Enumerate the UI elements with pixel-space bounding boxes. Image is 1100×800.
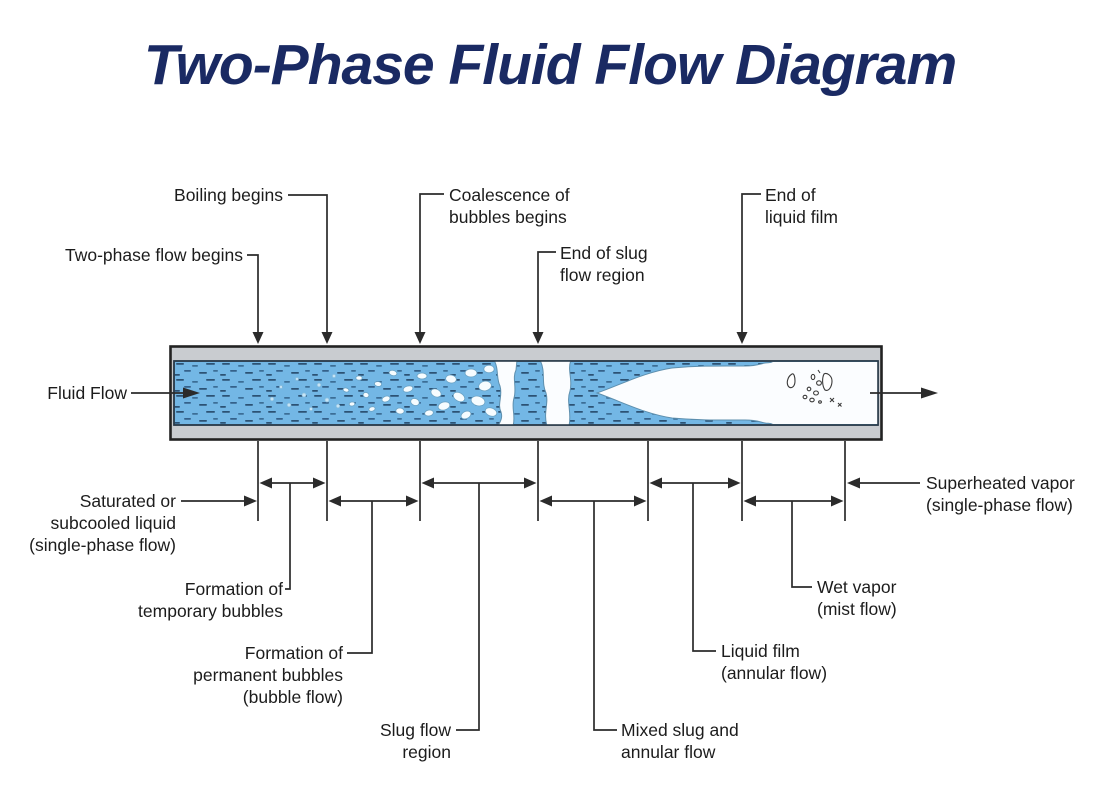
callout-two-phase-flow-begins: Two-phase flow begins: [64, 245, 243, 265]
label-liquid-film-annular: Liquid film (annular flow): [721, 641, 828, 683]
region-extent-arrows: [181, 477, 920, 507]
label-wet-vapor-mist: Wet vapor (mist flow): [817, 577, 897, 619]
region-dividers: [257, 441, 846, 521]
temporary-bubbles: [269, 374, 341, 411]
callout-boiling-begins: Boiling begins: [174, 185, 283, 205]
page-title: Two-Phase Fluid Flow Diagram: [143, 33, 957, 97]
label-connectors: [285, 483, 812, 731]
callout-end-of-slug-flow: End of slug flow region: [560, 243, 648, 285]
inlet-flow-label: Fluid Flow: [47, 383, 127, 403]
label-formation-permanent-bubbles: Formation of permanent bubbles (bubble f…: [193, 643, 343, 707]
callout-end-of-liquid-film: End of liquid film: [765, 185, 838, 227]
callout-coalescence-begins: Coalescence of bubbles begins: [449, 185, 570, 227]
top-callout-arrows: [247, 193, 761, 344]
mist-droplets: [786, 369, 842, 407]
inlet-arrow: [131, 387, 200, 399]
label-saturated-liquid: Saturated or subcooled liquid (single-ph…: [29, 491, 176, 555]
bubble-cluster: [342, 364, 498, 420]
label-superheated-vapor: Superheated vapor (single-phase flow): [926, 473, 1075, 515]
outlet-arrow: [870, 387, 938, 399]
slug-bands: [493, 361, 572, 425]
pipe: [169, 345, 883, 441]
label-mixed-slug-annular: Mixed slug and annular flow: [621, 720, 739, 762]
annular-core: [595, 361, 878, 425]
label-slug-flow-region: Slug flow region: [379, 720, 451, 762]
label-formation-temporary-bubbles: Formation of temporary bubbles: [138, 579, 283, 621]
